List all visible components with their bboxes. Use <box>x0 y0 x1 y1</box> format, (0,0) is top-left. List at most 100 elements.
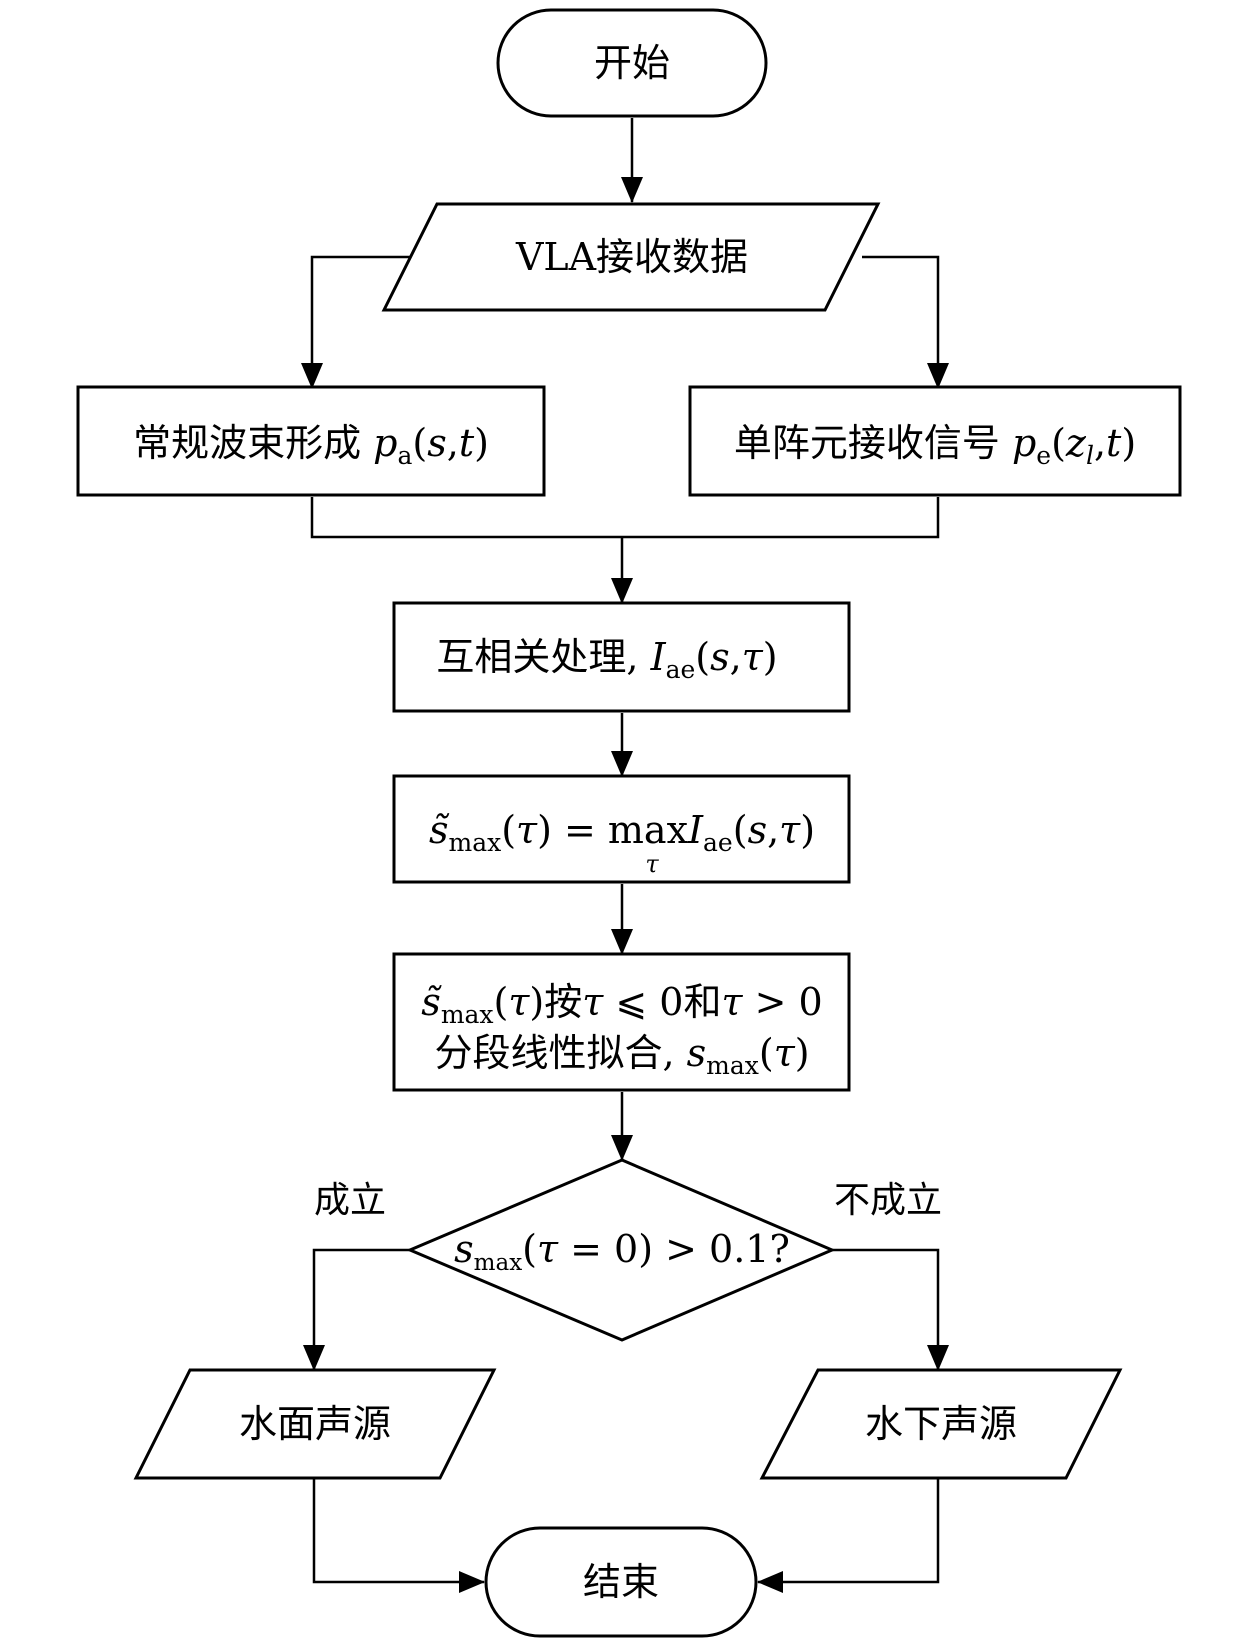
node-input: VLA接收数据 <box>381 202 881 312</box>
edge-decision-to-surface <box>303 1248 410 1371</box>
decision-open: ( <box>522 1227 537 1271</box>
edge-surface-to-end <box>312 1478 485 1593</box>
single-comma: , <box>1094 421 1106 465</box>
fit-l2-sub: max <box>706 1051 759 1080</box>
underwater-label: 水下声源 <box>865 1402 1017 1446</box>
single-a1: z <box>1065 421 1087 465</box>
single-sub: e <box>1036 441 1051 470</box>
fit-l2-open: ( <box>759 1031 774 1075</box>
xcorr-cn: 互相关处理, <box>436 635 650 679</box>
single-cn: 单阵元接收信号 <box>734 421 1012 465</box>
underwater-parallelogram-shape <box>759 1368 1123 1480</box>
edge-underwater-to-end <box>757 1478 940 1593</box>
smax-lhs-open: ( <box>501 808 516 852</box>
node-smax: s̃max(τ) = maxIae(s,τ) τ <box>392 774 851 884</box>
single-process-shape <box>688 385 1182 497</box>
node-surface: 水面声源 <box>133 1368 497 1480</box>
fit-l1-tau1: τ <box>582 980 604 1024</box>
input-parallelogram-shape <box>381 202 881 312</box>
beamform-a1: s <box>427 421 447 465</box>
beamform-close: ) <box>474 421 489 465</box>
fit-l1-gt: > 0 <box>743 980 823 1024</box>
fit-l1-cn2: 和 <box>683 980 721 1024</box>
xcorr-open: ( <box>695 635 710 679</box>
start-label: 开始 <box>594 41 670 85</box>
node-decision: smax(τ = 0) > 0.1? <box>406 1158 836 1342</box>
smax-rhs-comma: , <box>767 808 779 852</box>
single-label: 单阵元接收信号 pe(zl,t) <box>734 421 1136 470</box>
smax-process-shape <box>392 774 851 884</box>
node-xcorr: 互相关处理, Iae(s,τ) <box>392 601 851 713</box>
node-beamform: 常规波束形成 pa(s,t) <box>76 385 546 497</box>
smax-rhs-open: ( <box>733 808 748 852</box>
fit-process-shape <box>392 952 851 1092</box>
beamform-process-shape <box>76 385 546 497</box>
decision-eq: = 0) <box>558 1227 653 1271</box>
fit-l1-le: ⩽ 0 <box>603 980 683 1024</box>
smax-lhs-var: s̃ <box>429 808 449 852</box>
smax-op: max <box>608 808 688 852</box>
single-close: ) <box>1121 421 1136 465</box>
end-terminal-shape <box>484 1526 758 1638</box>
surface-parallelogram-shape <box>133 1368 497 1480</box>
start-terminal-shape <box>496 8 768 118</box>
fit-l1-arg: τ <box>508 980 530 1024</box>
decision-tau: τ <box>537 1227 559 1271</box>
edge-label-yes: 成立 <box>314 1180 386 1221</box>
smax-lhs-arg: τ <box>516 808 538 852</box>
single-open: ( <box>1051 421 1066 465</box>
xcorr-sub: ae <box>666 655 696 684</box>
smax-eq: = <box>552 808 608 852</box>
edge-label-no: 不成立 <box>834 1180 942 1221</box>
node-start: 开始 <box>496 8 768 118</box>
smax-equation: s̃max(τ) = maxIae(s,τ) <box>429 808 815 857</box>
end-label: 结束 <box>583 1560 659 1604</box>
smax-rhs-close: ) <box>800 808 815 852</box>
decision-label: smax(τ = 0) > 0.1? <box>454 1227 790 1276</box>
beamform-comma: , <box>447 421 459 465</box>
surface-label: 水面声源 <box>239 1402 391 1446</box>
decision-cond: > 0.1? <box>653 1227 790 1271</box>
fit-l1-open: ( <box>494 980 509 1024</box>
edge-beamform-to-merge <box>310 497 940 539</box>
edge-input-to-beamform <box>301 255 410 389</box>
fit-l1-cn1: 按 <box>544 980 582 1024</box>
fit-l1-sub: max <box>441 1000 494 1029</box>
input-label: VLA接收数据 <box>515 235 748 279</box>
decision-diamond-shape <box>406 1158 836 1342</box>
smax-lhs-close: ) <box>537 808 552 852</box>
fit-l2-arg: τ <box>774 1031 796 1075</box>
beamform-label: 常规波束形成 pa(s,t) <box>133 421 489 470</box>
beamform-open: ( <box>412 421 427 465</box>
xcorr-label: 互相关处理, Iae(s,τ) <box>436 635 777 684</box>
xcorr-a2: τ <box>742 635 764 679</box>
smax-rhs-a2: τ <box>779 808 801 852</box>
xcorr-process-shape <box>392 601 851 713</box>
node-underwater: 水下声源 <box>759 1368 1123 1480</box>
fit-l2-cn: 分段线性拟合, <box>434 1031 686 1075</box>
single-a1sub: l <box>1086 441 1094 470</box>
edges <box>301 118 949 1593</box>
fit-l1-var: s̃ <box>421 980 441 1024</box>
edge-input-to-single <box>862 255 949 389</box>
fit-l1-close: ) <box>529 980 544 1024</box>
fit-line-1: s̃max(τ)按τ ⩽ 0和τ > 0 <box>421 980 822 1029</box>
xcorr-comma: , <box>730 635 742 679</box>
single-var: p <box>1012 421 1036 465</box>
xcorr-close: ) <box>763 635 778 679</box>
fit-line-2: 分段线性拟合, smax(τ) <box>434 1031 809 1080</box>
beamform-var: p <box>373 421 397 465</box>
smax-rhs-a1: s <box>748 808 768 852</box>
fit-l2-close: ) <box>795 1031 810 1075</box>
xcorr-a1: s <box>710 635 730 679</box>
node-fit: s̃max(τ)按τ ⩽ 0和τ > 0 分段线性拟合, smax(τ) <box>392 952 851 1092</box>
node-single: 单阵元接收信号 pe(zl,t) <box>688 385 1182 497</box>
single-a2: t <box>1106 421 1122 465</box>
fit-l2-var: s <box>687 1031 707 1075</box>
xcorr-var: I <box>650 635 667 679</box>
smax-rhs-sub: ae <box>703 828 733 857</box>
beamform-sub: a <box>397 441 412 470</box>
smax-rhs-var: I <box>687 808 704 852</box>
smax-op-under: τ <box>645 850 659 878</box>
